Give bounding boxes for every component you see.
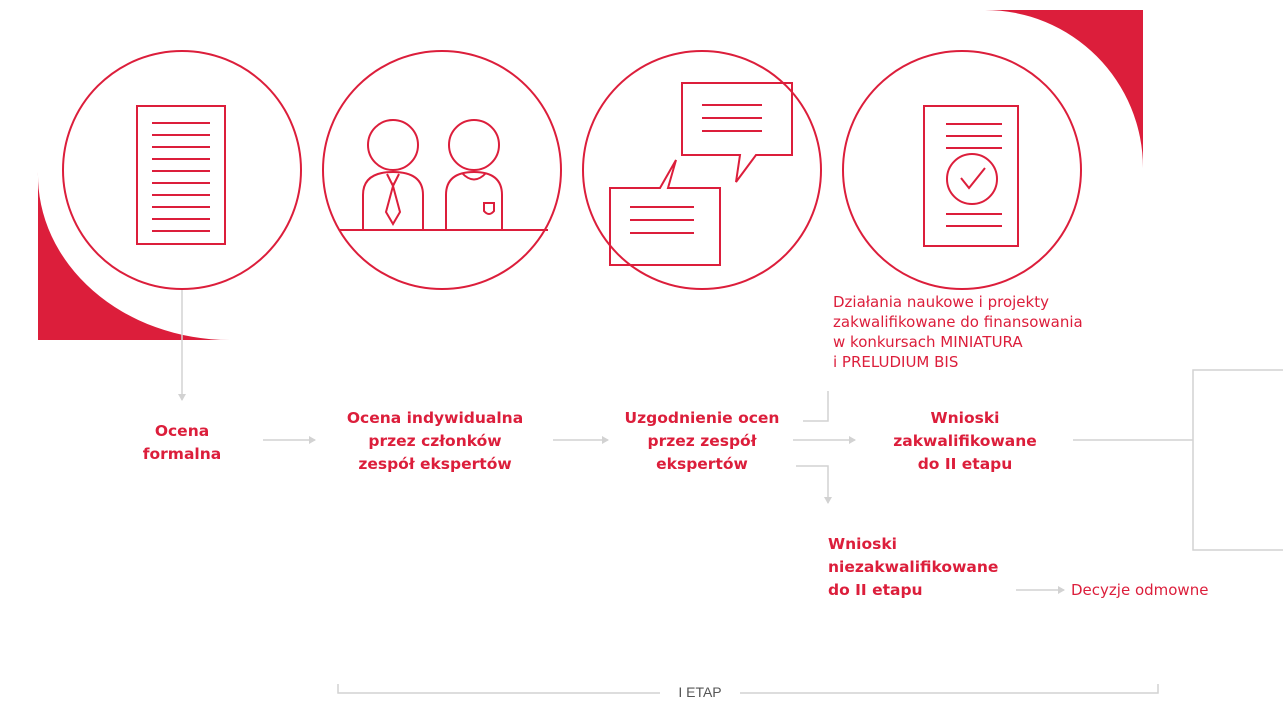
funded-note-line-4: i PRELUDIUM BIS (833, 353, 959, 371)
step-individual-line-1: Ocena indywidualna (346, 409, 524, 427)
step-agreement: Uzgodnienie ocen przez zespół ekspertów (607, 407, 797, 476)
stage-label: I ETAP (660, 684, 740, 700)
step-qualified-line-3: do II etapu (917, 455, 1013, 473)
funded-note-line-3: w konkursach MINIATURA (833, 333, 1023, 351)
step-qualified: Wnioski zakwalifikowane do II etapu (870, 407, 1060, 476)
connector-funded-note (803, 391, 829, 422)
funded-note: Działania naukowe i projekty zakwalifiko… (833, 292, 1133, 372)
step-agreement-line-1: Uzgodnienie ocen (624, 409, 780, 427)
red-corner-right-decoration (985, 10, 1143, 168)
step-formal-line-2: formalna (142, 445, 222, 463)
discussion-icon (582, 50, 822, 290)
step-formal-evaluation: Ocena formalna (112, 420, 252, 466)
connector-agreement-rejected (796, 465, 832, 504)
step-rejected: Wnioski niezakwalifikowane do II etapu (828, 533, 1018, 602)
step-qualified-line-1: Wnioski (930, 409, 1000, 427)
step-individual-line-2: przez członków (368, 432, 502, 450)
red-corner-left-decoration (37, 172, 230, 340)
experts-icon (322, 50, 562, 290)
step-agreement-line-2: przez zespół (647, 432, 757, 450)
step-agreement-line-3: ekspertów (656, 455, 748, 473)
step-individual-evaluation: Ocena indywidualna przez członków zespół… (330, 407, 540, 476)
step-rejected-line-3: do II etapu (828, 581, 923, 599)
step-individual-line-3: zespół ekspertów (358, 455, 512, 473)
funded-note-line-2: zakwalifikowane do finansowania (833, 313, 1083, 331)
approved-document-icon (842, 50, 1082, 290)
document-icon (62, 50, 302, 290)
refusal-decisions-label: Decyzje odmowne (1071, 581, 1209, 599)
next-stage-bracket (1192, 369, 1283, 551)
stage-bracket (337, 684, 1159, 694)
funded-note-line-1: Działania naukowe i projekty (833, 293, 1049, 311)
step-rejected-line-1: Wnioski (828, 535, 897, 553)
step-qualified-line-2: zakwalifikowane (893, 432, 1037, 450)
step-rejected-line-2: niezakwalifikowane (828, 558, 999, 576)
step-formal-line-1: Ocena (154, 422, 210, 440)
